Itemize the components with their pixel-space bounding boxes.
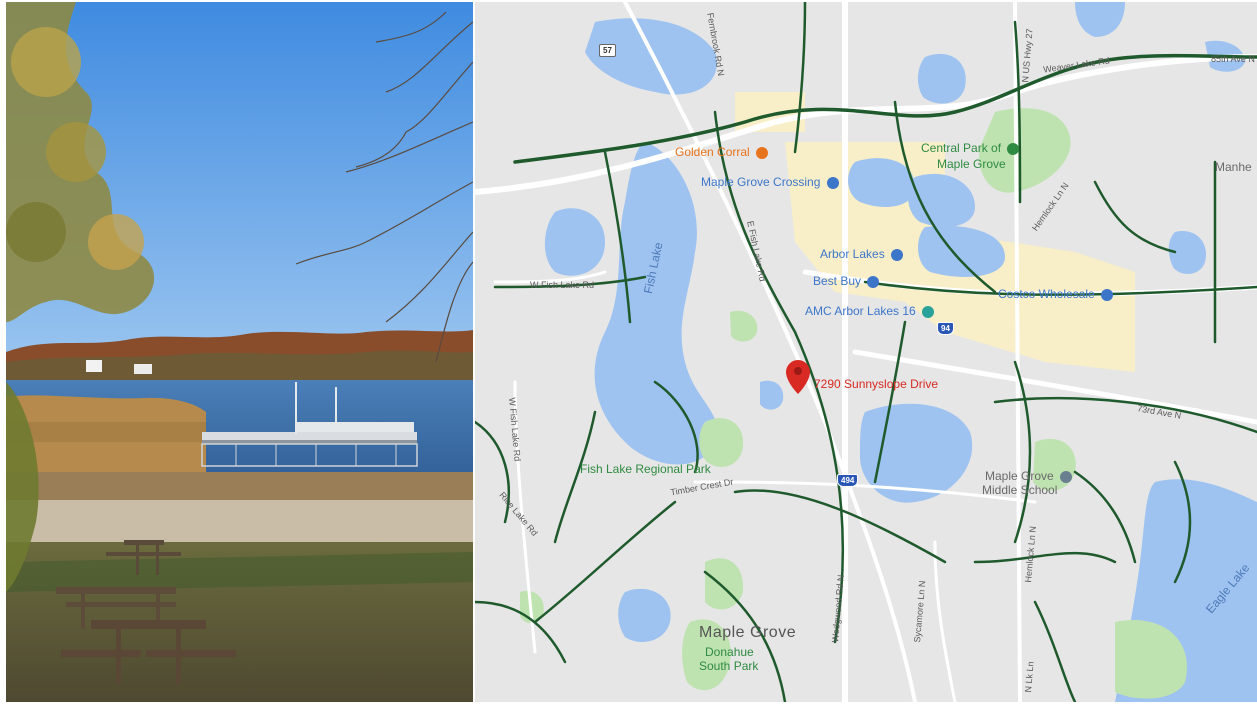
map-canvas[interactable] (475, 2, 1257, 702)
location-pin[interactable] (786, 360, 810, 394)
reeds-shade (6, 422, 206, 442)
poi-donahue-park[interactable]: Donahue (705, 645, 754, 659)
lake (908, 173, 975, 227)
poi-address[interactable]: 7290 Sunnyslope Drive (814, 377, 939, 391)
fish-lake (594, 142, 718, 465)
central-park (979, 108, 1071, 193)
picnic-table (106, 540, 181, 575)
lake (760, 380, 784, 410)
lake (848, 158, 915, 207)
poi-fish-lake-regional-park[interactable]: Fish Lake Regional Park (580, 462, 711, 476)
lake (1075, 2, 1125, 37)
tree-foliage (6, 2, 155, 592)
movie-icon (922, 305, 935, 318)
lake (917, 53, 966, 104)
picnic-table (56, 587, 176, 629)
lawn-shade (6, 552, 473, 592)
highway-shield-57: 57 (599, 44, 616, 57)
lake-park-photo (6, 2, 473, 702)
poi-central-park[interactable]: Central Park of (921, 141, 1020, 155)
road-85th-ave: 85th Ave N (1211, 54, 1255, 64)
lake (544, 208, 605, 276)
map-view[interactable]: Golden Corral Central Park of Maple Grov… (475, 2, 1257, 702)
lake (618, 588, 671, 642)
school-icon (1060, 470, 1073, 483)
dock (201, 382, 418, 467)
lake (860, 403, 973, 503)
treeline-lower (6, 350, 473, 382)
shopping-icon (1101, 288, 1114, 301)
parks (520, 108, 1187, 699)
city-label-maple-grove: Maple Grove (699, 624, 797, 641)
sand-beach (6, 500, 473, 542)
shopping-icon (826, 176, 839, 189)
poi-best-buy[interactable]: Best Buy (813, 274, 880, 288)
poi-middle-school-line2: Middle School (982, 483, 1058, 497)
interstate-shield-494: 494 (837, 474, 859, 487)
house (134, 364, 152, 374)
trails (475, 2, 1257, 702)
photo-scene (6, 2, 473, 702)
lake (918, 225, 1005, 277)
restaurant-icon (756, 146, 769, 159)
interstate-shield-94: 94 (937, 322, 954, 335)
poi-amc-arbor-lakes[interactable]: AMC Arbor Lakes 16 (805, 304, 935, 318)
poi-central-park-line2: Maple Grove (937, 157, 1006, 171)
lake (1168, 231, 1206, 274)
poi-costco-wholesale[interactable]: Costco Wholesale (998, 287, 1114, 301)
poi-golden-corral[interactable]: Golden Corral (675, 145, 769, 159)
poi-maple-grove-crossing[interactable]: Maple Grove Crossing (701, 175, 839, 189)
road-w-fish-lake: W Fish Lake Rd (530, 280, 595, 290)
poi-arbor-lakes[interactable]: Arbor Lakes (820, 247, 904, 261)
lake (585, 18, 717, 95)
shore (6, 472, 473, 502)
shopping-icon (891, 248, 904, 261)
picnic-table (61, 620, 236, 684)
poi-maple-grove-middle-school[interactable]: Maple Grove (985, 469, 1073, 483)
poi-donahue-park-line2: South Park (699, 659, 759, 673)
poi-manhe: Manhe (1215, 160, 1252, 174)
bare-branches (295, 11, 473, 363)
shopping-icon (867, 275, 880, 288)
house (86, 360, 102, 372)
park-icon (1007, 142, 1020, 155)
